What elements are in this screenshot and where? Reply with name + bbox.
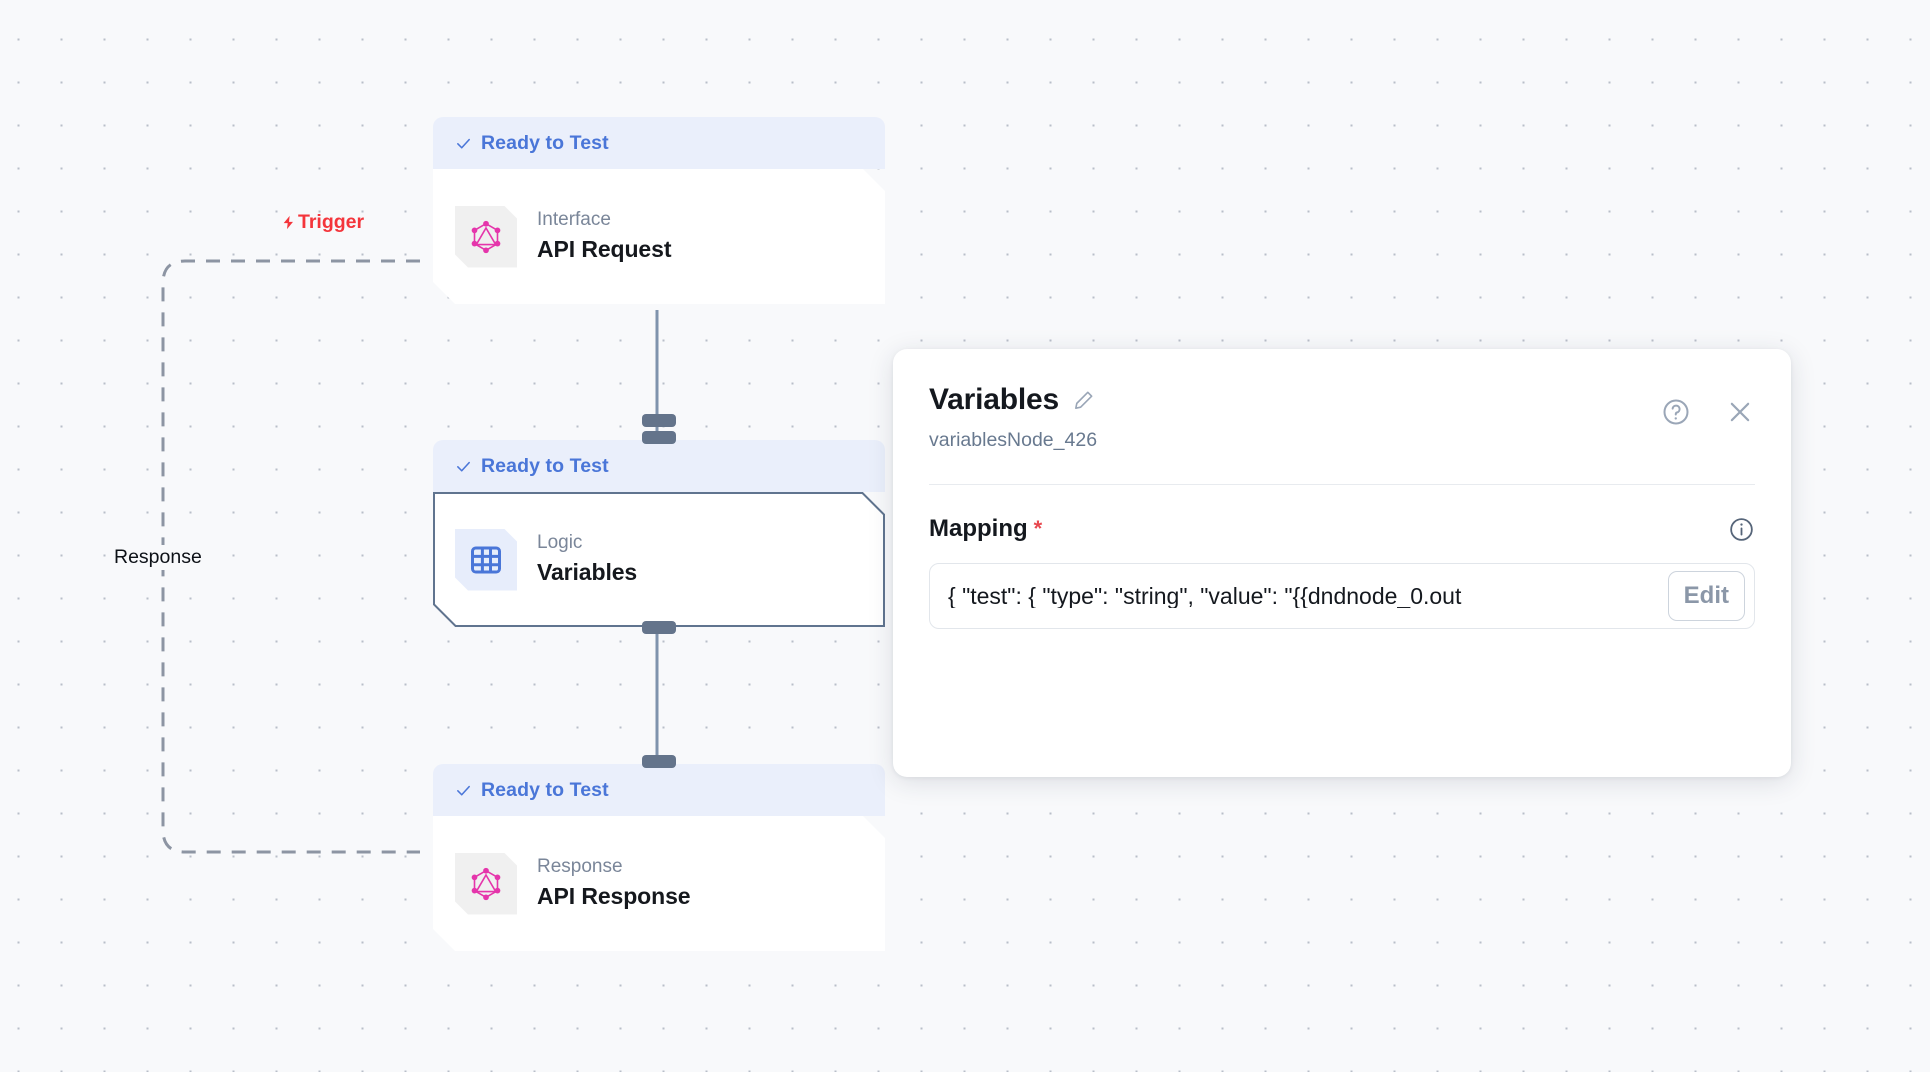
panel-title-row: Variables <box>929 385 1097 415</box>
node-handle-top[interactable] <box>642 431 676 444</box>
mapping-label-text: Mapping <box>929 515 1028 542</box>
pencil-icon[interactable] <box>1072 389 1095 412</box>
mapping-label: Mapping * <box>929 515 1042 543</box>
node-card[interactable]: Response API Response <box>433 816 885 951</box>
check-icon <box>457 138 470 149</box>
edge-label-trigger: Trigger <box>281 211 364 234</box>
table-grid-icon <box>455 529 517 591</box>
panel-header: Variables variablesNode_426 <box>929 385 1755 452</box>
node-status-bar: Ready to Test <box>433 440 885 492</box>
node-api-response[interactable]: Ready to Test <box>433 755 885 951</box>
node-title: API Request <box>537 236 672 263</box>
panel-title: Variables <box>929 383 1059 416</box>
close-icon[interactable] <box>1725 397 1755 427</box>
node-status-bar: Ready to Test <box>433 117 885 169</box>
graphql-icon <box>455 853 517 915</box>
node-title: API Response <box>537 883 691 910</box>
node-handle-top[interactable] <box>642 755 676 768</box>
question-circle-icon[interactable] <box>1661 397 1691 427</box>
required-marker: * <box>1033 516 1043 541</box>
node-kind: Logic <box>537 532 583 554</box>
node-card[interactable]: Interface API Request <box>433 169 885 304</box>
node-status-text: Ready to Test <box>481 778 609 801</box>
mapping-field-header: Mapping * <box>929 515 1755 543</box>
node-card[interactable]: Logic Variables <box>433 492 885 627</box>
node-handle-bottom[interactable] <box>642 414 676 427</box>
mapping-input[interactable]: { "test": { "type": "string", "value": "… <box>929 563 1755 629</box>
panel-divider <box>929 484 1755 485</box>
node-status-bar: Ready to Test <box>433 764 885 816</box>
node-kind: Interface <box>537 209 611 231</box>
node-handle-bottom[interactable] <box>642 621 676 634</box>
node-kind: Response <box>537 856 623 878</box>
check-icon <box>457 461 470 472</box>
node-variables[interactable]: Ready to Test Logic Variables <box>433 431 885 634</box>
node-status-text: Ready to Test <box>481 454 609 477</box>
lightning-bolt-icon <box>283 215 293 230</box>
mapping-edit-button[interactable]: Edit <box>1667 571 1745 621</box>
panel-node-id: variablesNode_426 <box>929 429 1098 451</box>
edge-label-response: Response <box>108 545 208 570</box>
trigger-label-text: Trigger <box>298 211 365 233</box>
check-icon <box>457 785 470 796</box>
panel-header-actions <box>1661 397 1755 427</box>
node-api-request[interactable]: Ready to Test <box>433 117 885 427</box>
info-circle-icon[interactable] <box>1728 516 1755 543</box>
mapping-value[interactable]: { "test": { "type": "string", "value": "… <box>948 584 1462 608</box>
node-settings-panel[interactable]: Variables variablesNode_426 <box>893 349 1791 777</box>
node-status-text: Ready to Test <box>481 131 609 154</box>
node-title: Variables <box>537 559 638 586</box>
graphql-icon <box>455 206 517 268</box>
